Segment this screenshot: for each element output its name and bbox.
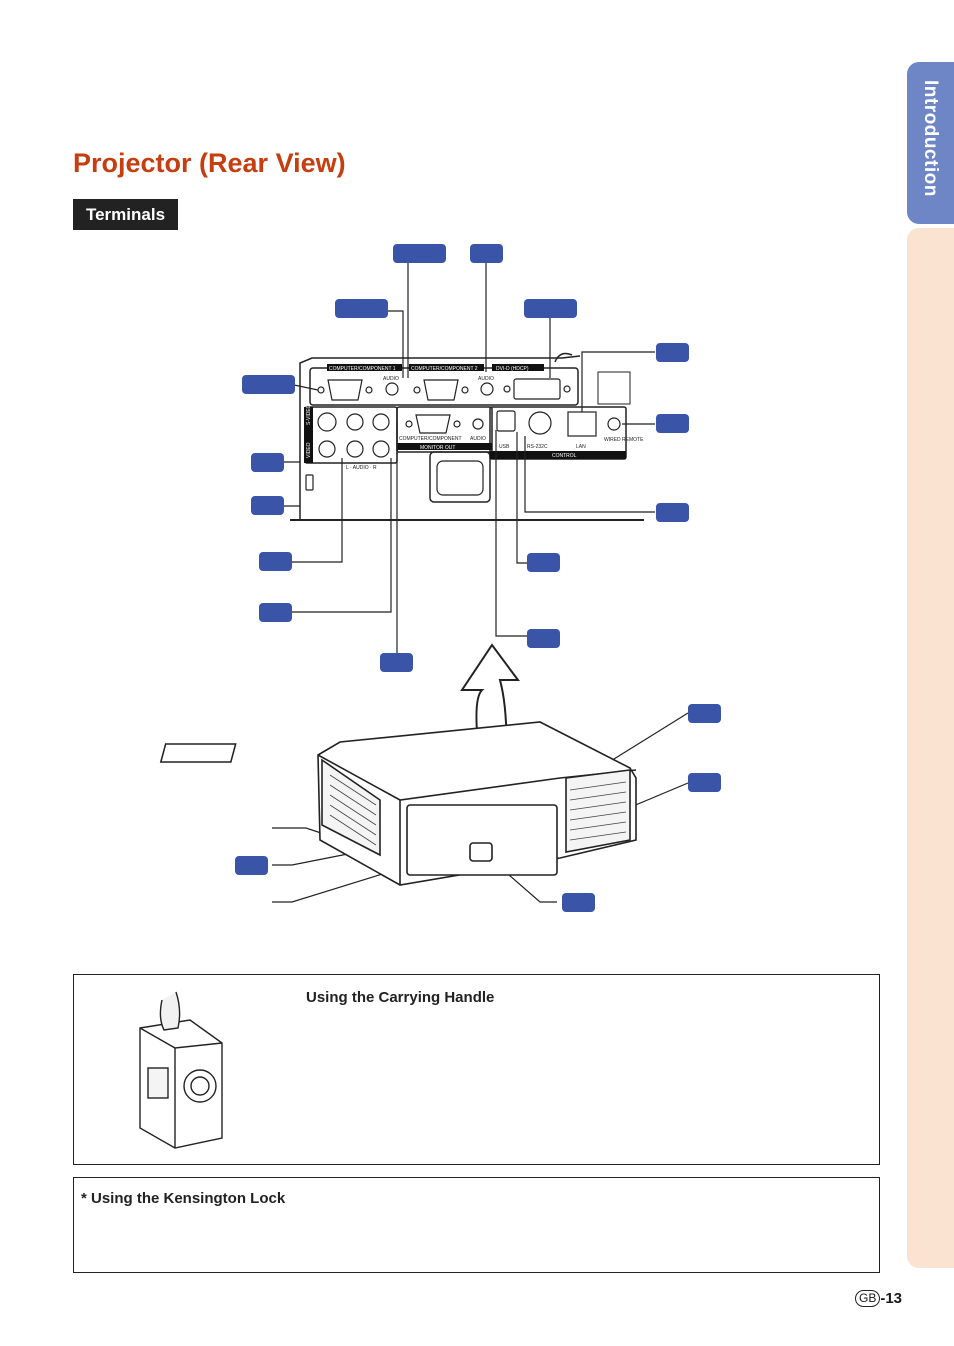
kensington-heading: * Using the Kensington Lock [81,1190,286,1207]
audio-l-jack [346,440,364,458]
page-number: GB-13 [855,1290,902,1307]
lan-port [567,411,597,437]
callout-3 [335,299,388,318]
power-inlet [436,460,484,496]
callout-18 [235,856,268,875]
callout-17 [688,773,721,792]
label-monitor-cc: COMPUTER/COMPONENT [399,436,462,442]
label-lan: LAN [576,444,586,450]
dvi-port [503,378,571,400]
vga-port-1 [317,379,373,401]
usb-port [496,410,516,432]
callout-13 [380,653,413,672]
callout-10 [251,496,284,515]
section-label: Terminals [73,199,178,230]
label-monitor-audio: AUDIO [470,436,486,442]
label-monitor-out: MONITOR OUT [420,445,455,451]
audio-jack-2 [480,382,494,396]
label-audio-lr: L · AUDIO · R [346,465,377,471]
callout-4 [524,299,577,318]
svideo-jack [317,412,337,432]
monitor-audio-jack [472,418,484,430]
label-dvi: DVI-D (HDCP) [496,366,529,372]
label-usb: USB [499,444,510,450]
callout-5 [242,375,295,394]
wired-remote-jack [607,417,621,431]
callout-8 [656,503,689,522]
page-number-text: -13 [880,1290,903,1307]
callout-9 [251,453,284,472]
label-wired-remote: WIRED REMOTE [604,437,644,443]
label-video: VIDEO [306,442,312,458]
callout-6 [656,343,689,362]
page-title: Projector (Rear View) [73,148,346,178]
video-jack [318,440,336,458]
side-tab-introduction[interactable]: Introduction [907,62,954,224]
label-comp2: COMPUTER/COMPONENT 2 [411,366,478,372]
callout-1 [393,244,446,263]
callout-19 [562,893,595,912]
callout-14 [527,553,560,572]
projector-vents [329,774,627,846]
projector-illustration [159,721,637,886]
callout-16 [688,704,721,723]
audio-jack-1 [385,382,399,396]
audio-r-jack [372,440,390,458]
leader-lines [272,262,689,903]
callout-7 [656,414,689,433]
connectors [305,378,621,496]
label-svideo: S-VIDEO [306,404,312,425]
rs232c-port [528,411,552,435]
callout-2 [470,244,503,263]
callout-15 [527,629,560,648]
monitor-out-port [405,414,461,434]
callout-11 [259,552,292,571]
side-tab-label: Introduction [920,80,941,197]
callout-markers [235,244,721,912]
label-audio-1: AUDIO [383,376,399,382]
carrying-handle-heading: Using the Carrying Handle [306,989,495,1006]
kensington-lock-note: * Using the Kensington Lock [73,1177,880,1273]
label-control: CONTROL [552,453,577,459]
label-comp1: COMPUTER/COMPONENT 1 [329,366,396,372]
side-strip [907,228,954,1268]
label-rs232c: RS-232C [527,444,548,450]
region-badge: GB [855,1290,881,1307]
callout-12 [259,603,292,622]
vga-port-2 [413,379,469,401]
rear-view-diagram: COMPUTER/COMPONENT 1 COMPUTER/COMPONENT … [159,244,721,912]
label-audio-2: AUDIO [478,376,494,382]
label-bars [304,364,626,463]
carrying-handle-illustration [139,991,223,1149]
